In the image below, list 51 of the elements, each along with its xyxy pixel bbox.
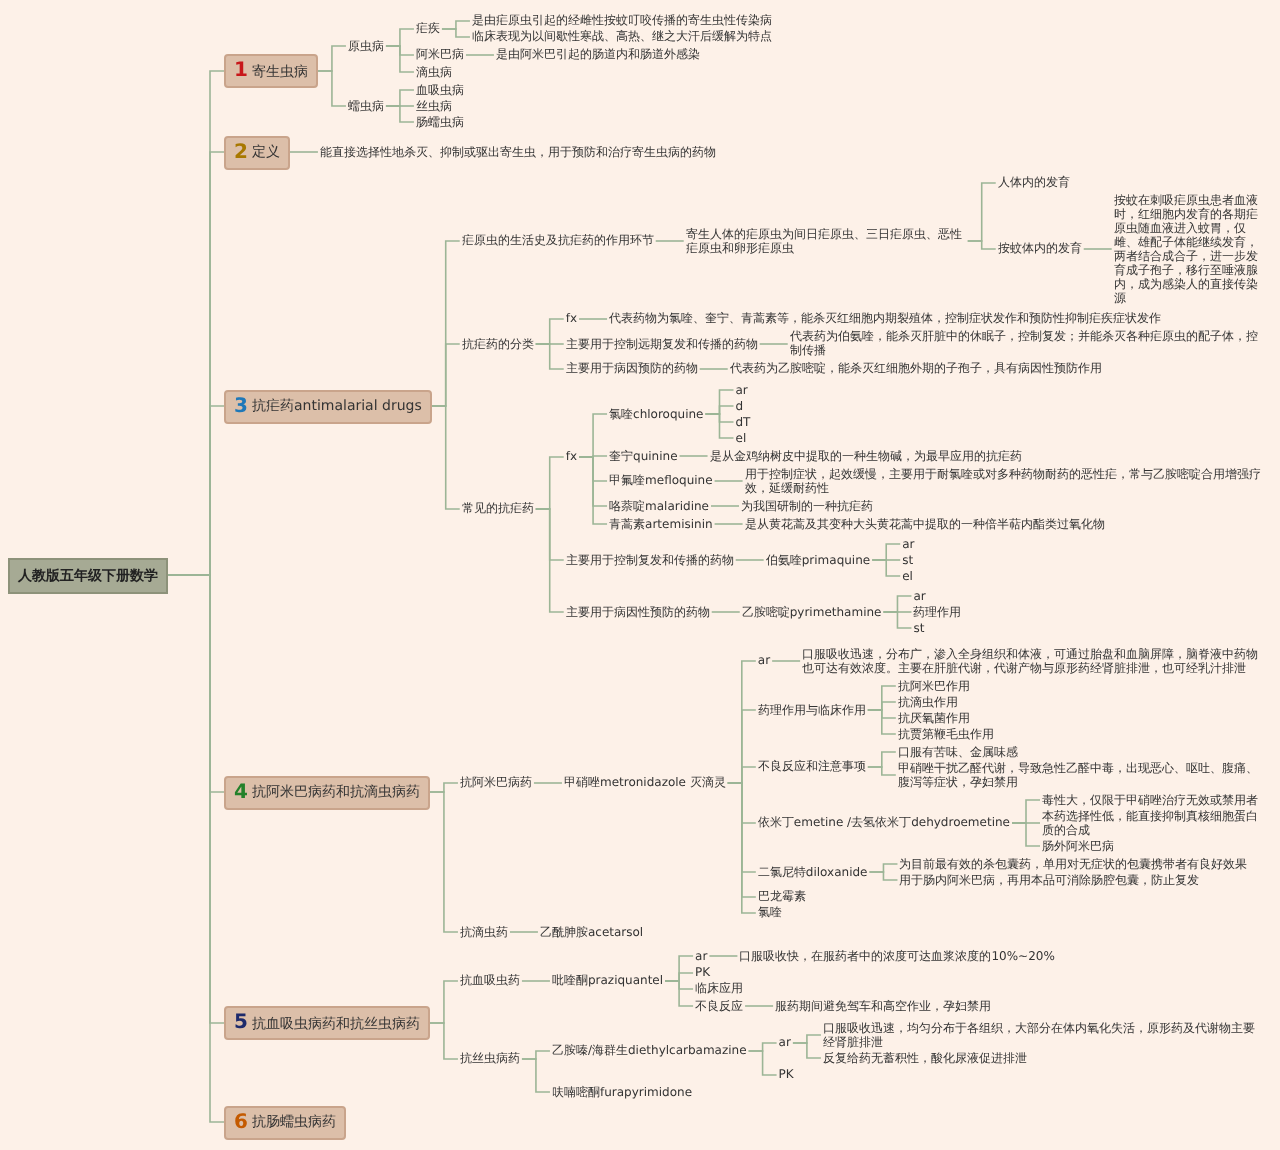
- topic-number: 6: [234, 1111, 248, 1133]
- topic-number: 2: [234, 141, 248, 163]
- connector-line: [734, 559, 765, 561]
- connector-line: [534, 343, 565, 370]
- connector-line: [867, 709, 897, 735]
- connector-line: [534, 508, 565, 613]
- connector-line: [966, 240, 997, 250]
- connector-line: [713, 480, 744, 482]
- connector-line: [289, 151, 319, 153]
- topic-number: 3: [234, 395, 248, 417]
- connector-line: [385, 45, 415, 73]
- connector-line: [441, 28, 471, 38]
- connector-line: [792, 1042, 822, 1059]
- topic-box: [224, 389, 432, 423]
- connector-line: [509, 931, 539, 933]
- connector-line: [1011, 822, 1041, 847]
- connector-line: [698, 368, 729, 370]
- connector-line: [533, 782, 563, 784]
- connector-line: [465, 54, 495, 56]
- topic-box: [224, 135, 290, 169]
- connector-line: [758, 343, 789, 345]
- connector-line: [678, 455, 709, 457]
- connector-line: [385, 105, 415, 123]
- connector-line: [871, 559, 901, 577]
- connector-line: [744, 1005, 774, 1007]
- connector-line: [317, 70, 347, 107]
- connector-line: [429, 1022, 459, 1060]
- topic-box: [224, 775, 430, 809]
- connector-line: [1082, 248, 1113, 250]
- connector-line: [708, 955, 739, 957]
- connector-line: [771, 660, 801, 662]
- connector-line: [521, 980, 551, 982]
- topic-box: [224, 1006, 430, 1040]
- connector-line: [710, 611, 741, 613]
- connector-line: [867, 766, 897, 776]
- connector-line: [521, 1058, 551, 1093]
- topic-number: 4: [234, 781, 248, 803]
- connector-line: [654, 240, 685, 242]
- connector-line: [882, 611, 913, 629]
- topic-box: [224, 54, 318, 88]
- connector-line: [578, 318, 608, 320]
- topic-box: [224, 1105, 346, 1139]
- connector-line: [167, 574, 225, 1123]
- connector-line: [429, 791, 459, 933]
- connector-line: [704, 413, 735, 439]
- topic-number: 1: [234, 60, 248, 82]
- connector-line: [868, 871, 899, 881]
- connector-line: [713, 523, 744, 525]
- connector-line: [747, 1050, 778, 1076]
- topic-number: 5: [234, 1012, 248, 1034]
- connector-line: [710, 505, 740, 507]
